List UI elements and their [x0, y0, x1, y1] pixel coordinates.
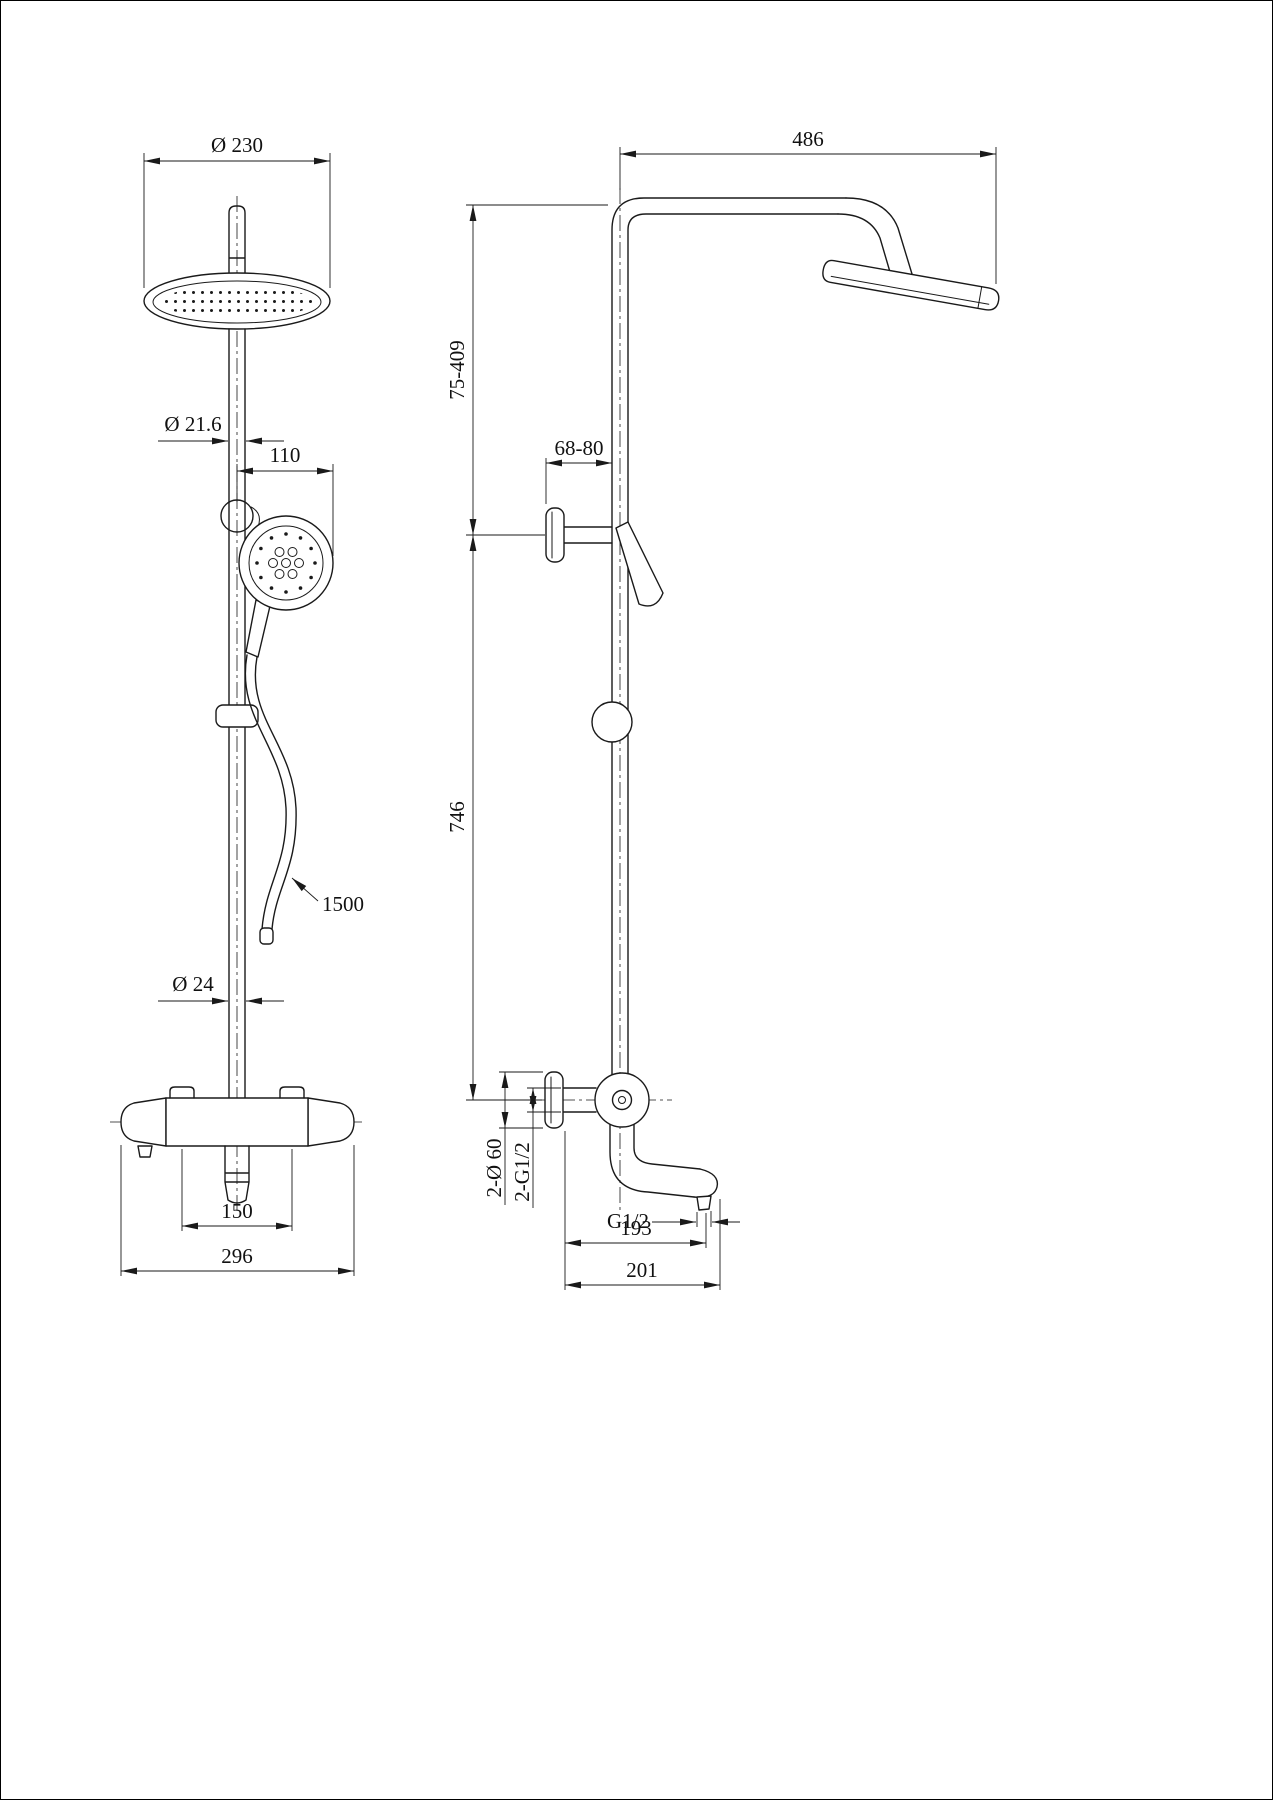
- dim-side-flange-diameter: 2-Ø 60: [482, 1071, 543, 1205]
- diverter-nub: [137, 1145, 153, 1158]
- dim-label-overall-width: 296: [221, 1244, 253, 1268]
- dim-label-hose-length: 1500: [322, 892, 364, 916]
- dim-front-inlet-spacing: 150: [181, 1149, 293, 1231]
- mixer-left-handle: [120, 1097, 167, 1147]
- dim-front-head-diameter: Ø 230: [143, 133, 331, 288]
- dim-side-column-length: 746: [445, 535, 542, 1101]
- dim-label-flange-diameter: 2-Ø 60: [482, 1139, 506, 1198]
- dim-front-lower-pipe-diameter: Ø 24: [158, 972, 284, 1005]
- riser-pipe-side: [611, 197, 847, 1076]
- rain-shower-head-side: [822, 259, 1000, 311]
- inlet-connectors: [169, 1086, 305, 1099]
- front-view: Ø 230 Ø 21.6 110 1500 Ø 24 150: [110, 133, 364, 1276]
- wall-bracket: [545, 507, 613, 563]
- rain-shower-head-front: [143, 272, 331, 330]
- mixer-side: [544, 1071, 719, 1211]
- slider-knob-side: [591, 701, 633, 743]
- dim-label-wall-range: 68-80: [555, 436, 604, 460]
- shower-arm-elbow: [837, 197, 913, 275]
- dim-label-pipe-diameter: Ø 21.6: [164, 412, 221, 436]
- dim-label-spout-thread: G1/2: [607, 1209, 649, 1233]
- hand-shower-side: [615, 521, 664, 607]
- dim-front-pipe-diameter: Ø 21.6: [158, 412, 284, 445]
- dim-label-height-range: 75-409: [445, 340, 469, 400]
- dim-label-arm-reach: 486: [792, 127, 824, 151]
- dim-label-connection-thread: 2-G1/2: [510, 1142, 534, 1202]
- dim-label-hand-shower-width: 110: [270, 443, 301, 467]
- top-pipe-stub: [228, 205, 246, 275]
- dim-front-hand-shower-width: 110: [236, 443, 334, 556]
- dim-front-overall-width: 296: [120, 1145, 355, 1276]
- dim-side-arm-reach: 486: [619, 127, 997, 284]
- mixer-right-handle: [307, 1097, 355, 1147]
- spout-front: [224, 1145, 250, 1204]
- spout-aerator: [696, 1195, 712, 1211]
- mixer-wall-flange: [544, 1071, 564, 1129]
- dim-side-height-range: 75-409: [445, 204, 608, 536]
- dim-label-inlet-spacing: 150: [221, 1199, 253, 1223]
- side-view: 486 75-409 68-80 746 2-Ø 60 2-G: [445, 127, 1000, 1290]
- dim-label-spout-overall: 201: [626, 1258, 658, 1282]
- dim-front-hose-length: 1500: [291, 877, 364, 916]
- dim-side-connection-thread: 2-G1/2: [510, 1087, 561, 1208]
- dim-side-spout-overall: 201: [565, 1199, 721, 1290]
- slider-clamp: [215, 704, 259, 728]
- dim-label-head-diameter: Ø 230: [211, 133, 263, 157]
- hand-shower-holder: [220, 499, 260, 533]
- hand-shower-front: [238, 515, 334, 658]
- mixer-body-front: [120, 1086, 355, 1204]
- dim-label-column-length: 746: [445, 801, 469, 833]
- dim-side-spout-reach: 193: [564, 1131, 707, 1290]
- hand-shower-handle: [245, 599, 271, 658]
- dim-side-spout-thread: G1/2: [607, 1209, 740, 1233]
- dim-side-wall-range: 68-80: [545, 436, 612, 504]
- dim-label-spout-reach: 193: [620, 1216, 652, 1240]
- shower-hose: [244, 654, 297, 945]
- spout-side: [609, 1123, 701, 1198]
- dim-label-lower-pipe-diameter: Ø 24: [172, 972, 214, 996]
- mixer-connector: [562, 1087, 597, 1113]
